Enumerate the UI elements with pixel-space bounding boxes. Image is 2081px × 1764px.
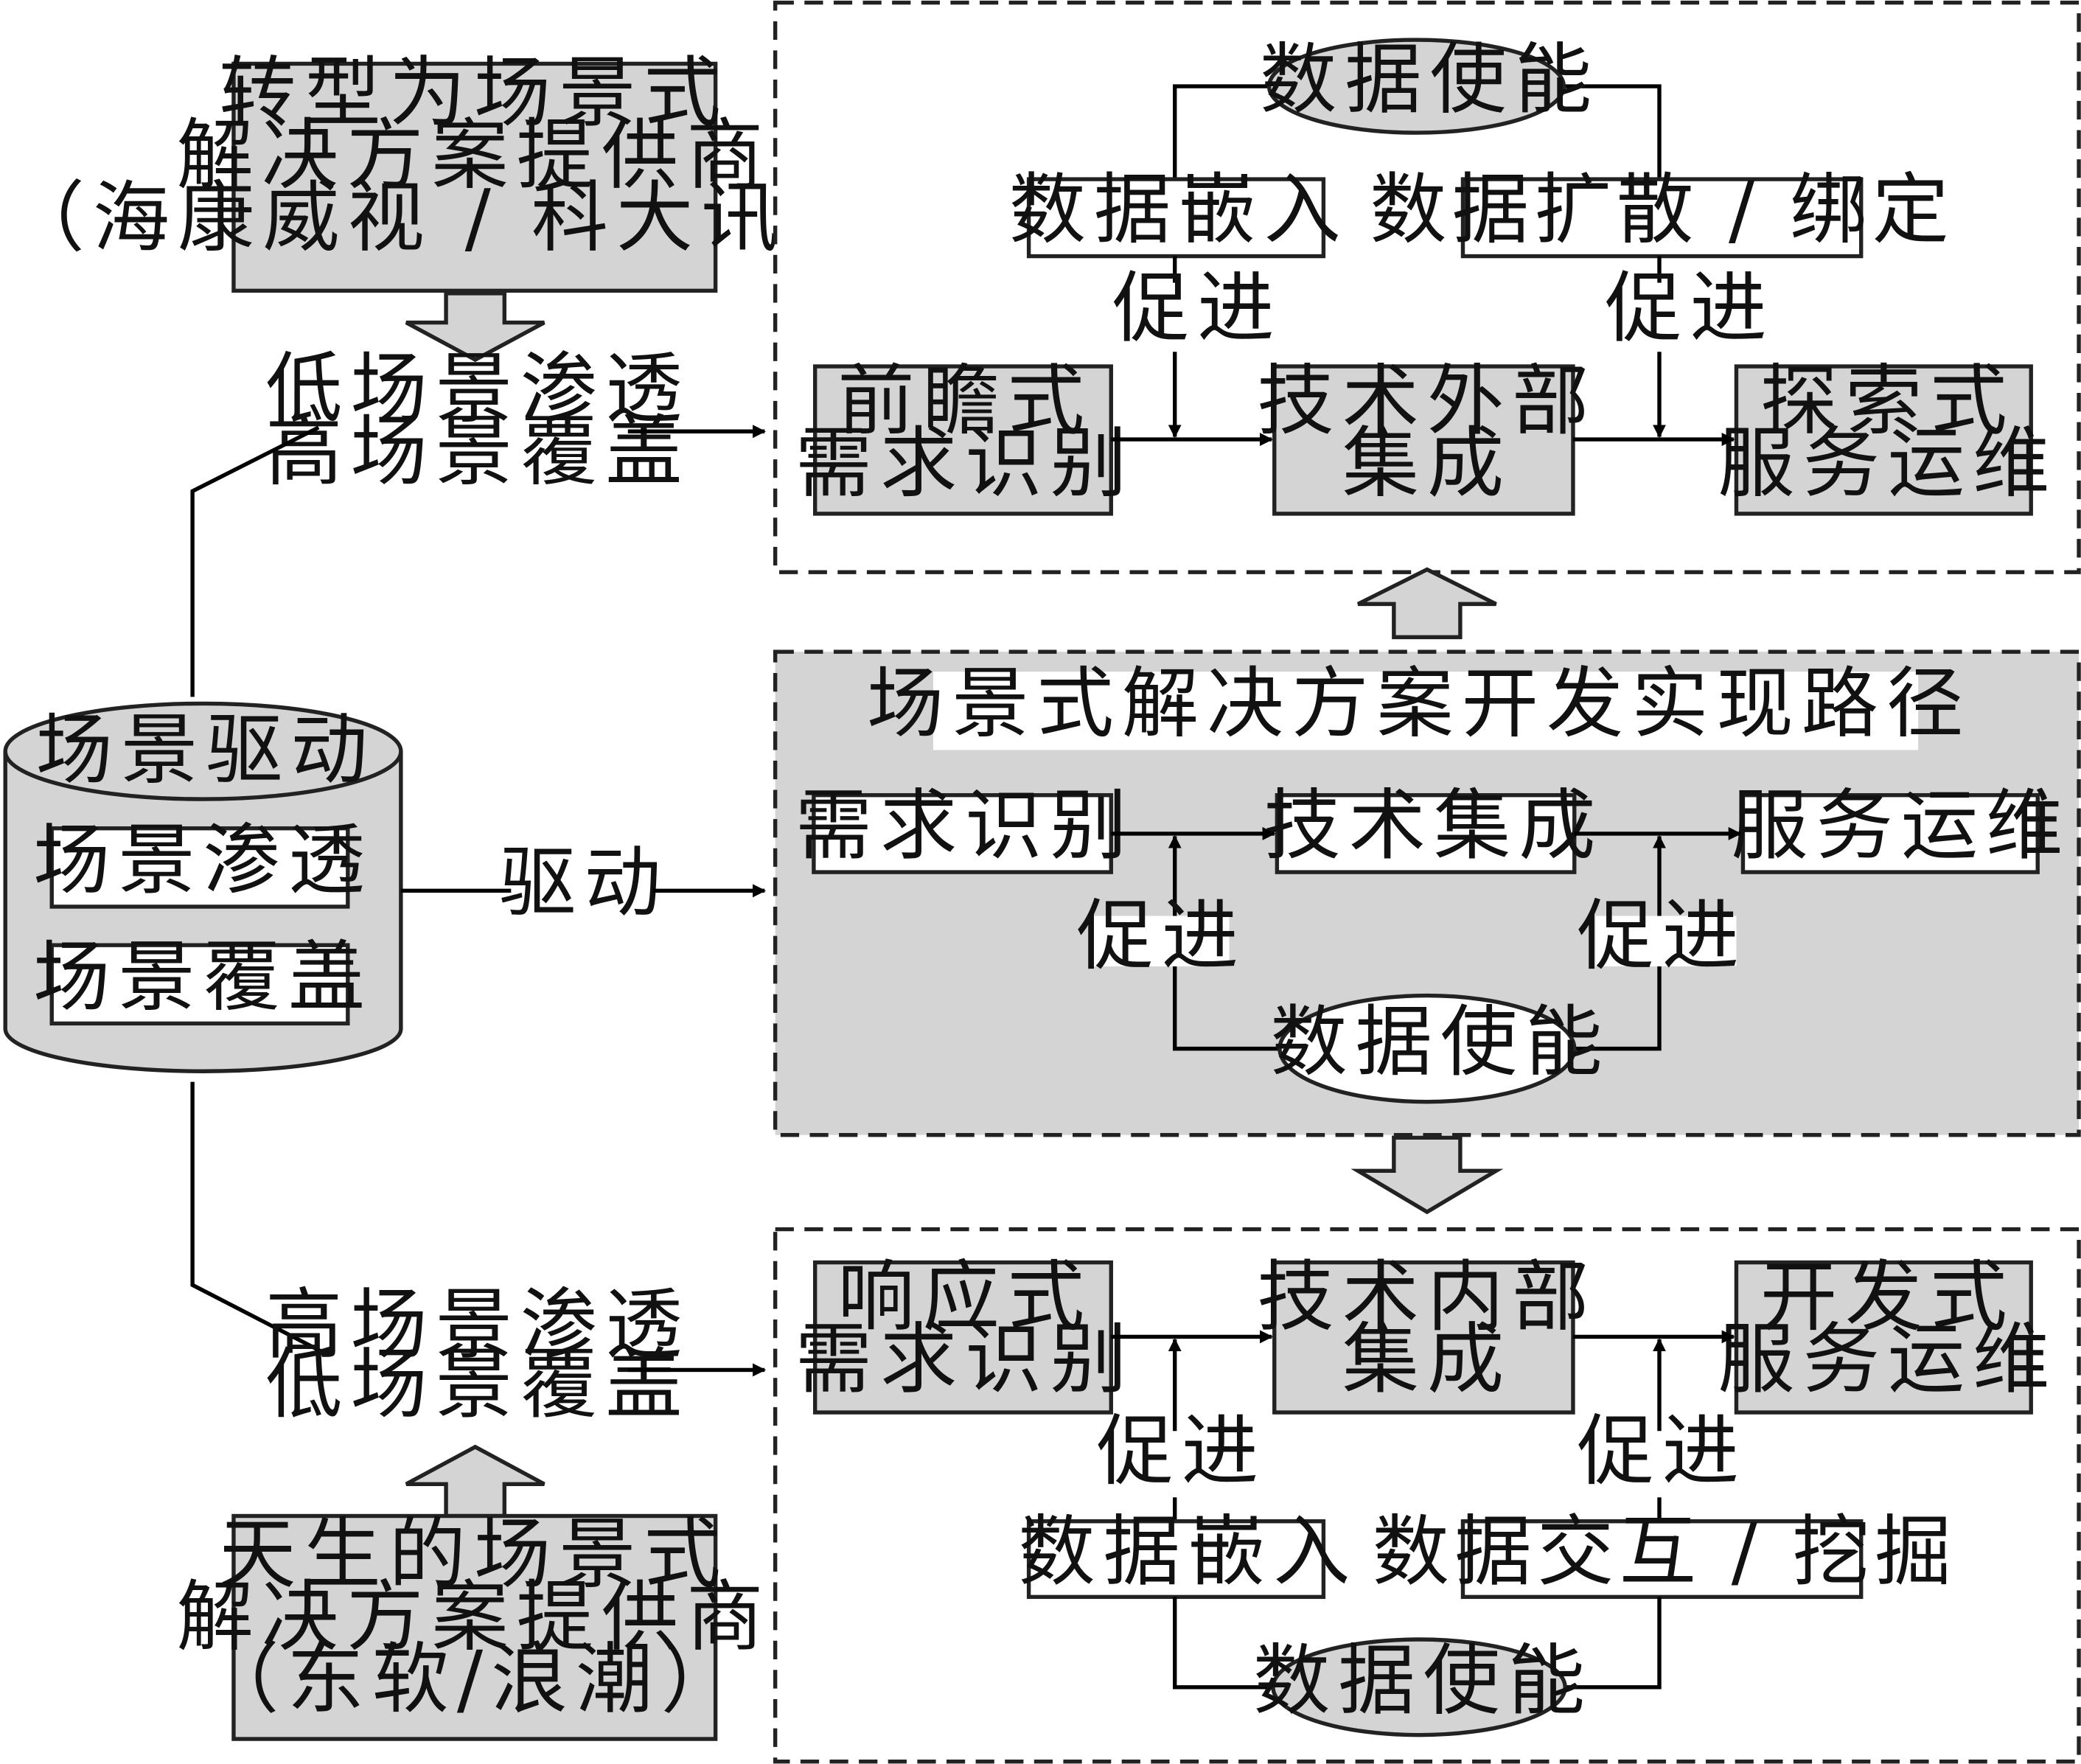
bottom-interact-box xyxy=(1460,1519,1864,1600)
bottom-step3-line2: 服务运维 xyxy=(1718,1314,2057,1404)
middle-step3-box xyxy=(1740,792,2040,874)
bottom-step2-line2: 集成 xyxy=(1342,1314,1512,1404)
bottom-embed-label: 数据嵌入 xyxy=(1018,1507,1358,1597)
top-step2-line1: 技术外部 xyxy=(1257,356,1597,446)
scene-drive-cylinder: 场景驱动 场景渗透 场景覆盖 xyxy=(3,701,403,1073)
middle-bottom-down-arrow xyxy=(1350,1135,1504,1215)
top-step3-box xyxy=(1734,364,2033,516)
top-step2-box xyxy=(1272,364,1575,516)
bottom-provider-line3: （东软/浪潮） xyxy=(202,1634,745,1724)
top-promote-right: 促进 xyxy=(1605,263,1775,353)
middle-step2: 技术集成 xyxy=(1263,781,1603,871)
bottom-promote-right: 促进 xyxy=(1577,1406,1747,1496)
bottom-step2-line1: 技术内部 xyxy=(1257,1252,1597,1342)
bottom-data-enable-label: 数据使能 xyxy=(1253,1636,1593,1726)
middle-step3: 服务运维 xyxy=(1731,781,2071,871)
cylinder-bottom-connector xyxy=(190,1081,323,1353)
bottom-provider-box: 天生的场景式 解决方案提供商 （东软/浪潮） xyxy=(177,1510,772,1741)
bottom-mode-line1: 高场景渗透 xyxy=(265,1280,690,1370)
bottom-step3-line1: 开发式 xyxy=(1760,1252,2015,1342)
cylinder-item-penetration: 场景渗透 xyxy=(33,815,373,905)
drive-label: 驱动 xyxy=(499,838,669,928)
middle-promote-left-bg xyxy=(1088,916,1230,966)
middle-title: 场景式解决方案开发实现路径 xyxy=(867,658,1971,748)
middle-promote-right: 促进 xyxy=(1577,891,1747,981)
bottom-step1-box xyxy=(812,1260,1113,1415)
top-promote-left: 促进 xyxy=(1112,263,1283,353)
top-step1-line2: 需求识别 xyxy=(795,418,1135,508)
top-provider-line1: 转型为场景式 xyxy=(219,48,728,138)
top-provider-line2: 解决方案提供商 xyxy=(177,111,772,201)
top-mode-line2: 高场景覆盖 xyxy=(265,406,690,496)
top-step1-box xyxy=(812,364,1113,516)
middle-step2-box xyxy=(1275,792,1577,874)
top-data-enable-ellipse xyxy=(1266,38,1566,135)
cylinder-top-connector xyxy=(190,425,320,697)
middle-title-box xyxy=(933,672,1919,750)
top-mode-line1: 低场景渗透 xyxy=(265,344,690,434)
bottom-provider-line1: 天生的场景式 xyxy=(219,1510,728,1600)
bottom-data-enable-ellipse xyxy=(1271,1637,1567,1737)
bottom-step3-box xyxy=(1734,1260,2033,1415)
cylinder-title: 场景驱动 xyxy=(36,705,376,795)
top-embed-label: 数据嵌入 xyxy=(1009,165,1349,255)
bottom-step1-line2: 需求识别 xyxy=(795,1314,1135,1404)
top-step3-line1: 探索式 xyxy=(1760,356,2015,446)
bottom-embed-box xyxy=(1026,1519,1326,1600)
top-data-enable-label: 数据使能 xyxy=(1260,35,1600,125)
bottom-interact-label: 数据交互 / 挖掘 xyxy=(1373,1507,1957,1597)
bottom-provider-up-arrow xyxy=(405,1444,545,1519)
top-step2-line2: 集成 xyxy=(1342,418,1512,508)
top-provider-down-arrow xyxy=(405,291,545,363)
middle-promote-left: 促进 xyxy=(1076,891,1247,981)
top-step1-line1: 前瞻式 xyxy=(837,356,1092,446)
middle-data-enable-label: 数据使能 xyxy=(1270,997,1610,1087)
top-spread-label: 数据扩散 / 绑定 xyxy=(1370,165,1954,255)
bottom-step1-line1: 响应式 xyxy=(837,1252,1092,1342)
middle-step1: 需求识别 xyxy=(795,781,1135,871)
bottom-provider-line2: 解决方案提供商 xyxy=(177,1572,772,1662)
top-middle-up-arrow xyxy=(1357,567,1497,640)
bottom-mode-line2: 低场景覆盖 xyxy=(265,1339,690,1429)
cylinder-item-coverage: 场景覆盖 xyxy=(33,932,373,1022)
top-step3-line2: 服务运维 xyxy=(1718,418,2057,508)
middle-data-enable-ellipse xyxy=(1277,993,1577,1104)
top-spread-box xyxy=(1460,177,1864,259)
middle-promote-right-bg xyxy=(1595,916,1737,966)
bottom-promote-left: 促进 xyxy=(1096,1406,1266,1496)
